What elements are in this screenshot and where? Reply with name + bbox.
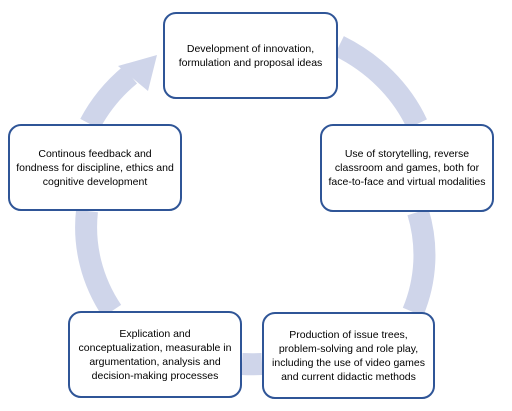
cycle-connector-4-5 xyxy=(75,209,122,318)
cycle-node-storytelling: Use of storytelling, reverse classroom a… xyxy=(320,124,494,212)
cycle-node-feedback: Continous feedback and fondness for disc… xyxy=(8,124,182,211)
cycle-node-issue-trees-label: Production of issue trees, problem-solvi… xyxy=(272,328,425,383)
cycle-node-innovation: Development of innovation, formulation a… xyxy=(163,12,338,99)
cycle-node-storytelling-label: Use of storytelling, reverse classroom a… xyxy=(328,148,486,188)
cycle-node-innovation-label: Development of innovation, formulation a… xyxy=(178,42,323,69)
cycle-connector-5-1 xyxy=(80,66,138,130)
cycle-node-explication: Explication and conceptualization, measu… xyxy=(68,311,242,398)
cycle-connector-2-3 xyxy=(402,208,436,317)
cycle-connector-1-2 xyxy=(333,36,427,129)
cycle-arrowhead-icon xyxy=(118,55,157,91)
cycle-node-explication-label: Explication and conceptualization, measu… xyxy=(78,327,232,382)
cycle-node-issue-trees: Production of issue trees, problem-solvi… xyxy=(262,312,435,399)
cycle-node-feedback-label: Continous feedback and fondness for disc… xyxy=(16,147,174,188)
